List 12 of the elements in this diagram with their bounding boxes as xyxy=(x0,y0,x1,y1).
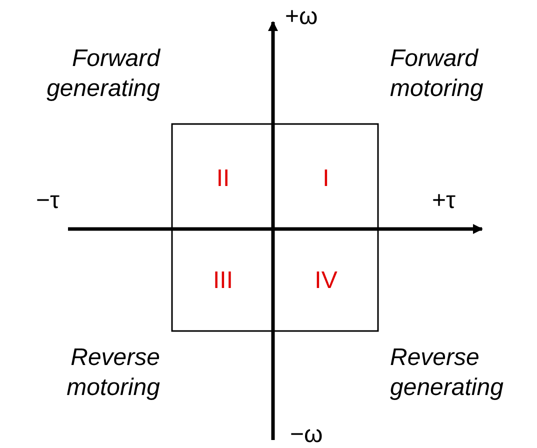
quadrant-description: Forward generating xyxy=(46,44,160,104)
quadrant-description: Forward motoring xyxy=(390,44,484,104)
quadrant-number: III xyxy=(212,266,234,296)
quadrant-number: I xyxy=(322,164,330,194)
axis-label: −τ xyxy=(36,186,60,216)
quadrant-number: II xyxy=(215,164,231,194)
axis-label: +τ xyxy=(432,186,456,216)
quadrant-description: Reverse generating xyxy=(390,343,504,403)
axis-label: +ω xyxy=(285,2,319,32)
quadrant-number: IV xyxy=(314,266,338,296)
axis-label: −ω xyxy=(290,420,324,448)
quadrant-description: Reverse motoring xyxy=(66,343,160,403)
